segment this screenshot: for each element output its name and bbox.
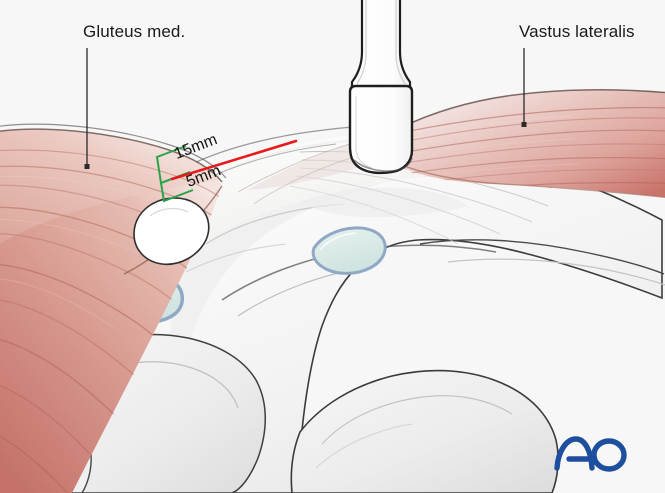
osteotome-instrument [348,0,414,175]
femoral-shaft-edge [419,239,665,275]
cartilage-patch-central [311,226,387,275]
tendon-fibre-5 [289,185,459,245]
vastus-body [390,89,665,198]
leader-dot-vastus [521,122,527,127]
osteotome-highlight-left [356,0,367,85]
gluteus-upper-belly [0,129,220,245]
bone-contour-b [185,243,287,273]
vastus-superior-border [395,89,665,131]
vastus-ridge-contour [321,395,513,445]
femur-bone-group [0,139,665,493]
ao-logo-letter-a [554,436,595,471]
trochanter-tip-group [133,197,210,265]
ao-logo-letter-o [591,438,627,472]
osteotome-blade-highlight [355,96,373,169]
ao-logo [554,436,627,472]
femoral-shaft-inner-edge [447,258,665,286]
label-gluteus-medius: Gluteus med. [83,22,186,41]
tendon-fibre-4 [295,175,501,235]
leader-lines [86,48,525,166]
osteotomy-line [170,139,298,181]
leader-dot-gluteus [84,164,90,169]
osteotome-tip-shadow [353,157,413,172]
cartilage-highlight-central [319,232,357,251]
trochanter-shading [169,177,392,452]
trochanter-tip-highlight [149,207,189,217]
gluteus-superior-edge [0,123,227,179]
osteotome-blade [348,84,414,175]
trochanteric-fossa-shade [300,187,468,218]
vastus-ridge-contour-2 [315,423,413,469]
label-vastus-lateralis: Vastus lateralis [519,22,635,41]
leader-dots [84,122,527,169]
osteotome-highlight-right [395,0,406,85]
vastus-inferior-border [393,161,665,199]
